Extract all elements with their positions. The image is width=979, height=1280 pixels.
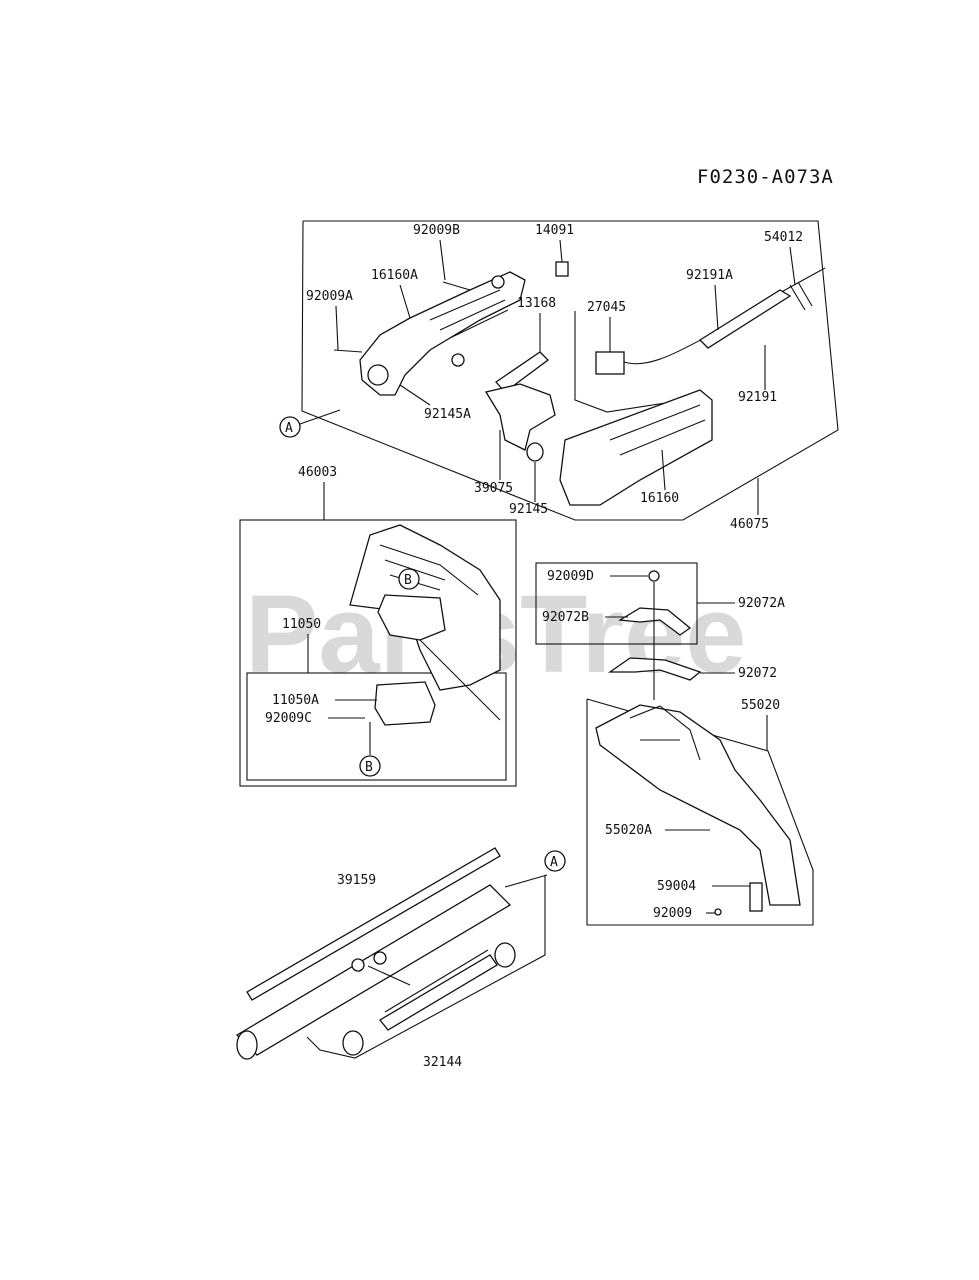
shield-55020A <box>595 704 801 906</box>
diagram-code: F0230-A073A <box>697 166 834 188</box>
clip-14091 <box>555 261 569 277</box>
bracket-92072B <box>617 607 692 636</box>
label-92009D: 92009D <box>547 569 594 584</box>
label-92145: 92145 <box>509 502 548 517</box>
label-92072B: 92072B <box>542 610 589 625</box>
label-13168: 13168 <box>517 296 556 311</box>
label-59004: 59004 <box>657 879 696 894</box>
label-92072A: 92072A <box>738 596 785 611</box>
label-11050: 11050 <box>282 617 321 632</box>
label-39075: 39075 <box>474 481 513 496</box>
bushing-upper <box>494 942 516 968</box>
callout-a-upper: A <box>279 409 341 438</box>
label-46075: 46075 <box>730 517 769 532</box>
callout-b-bottom: B <box>359 755 381 777</box>
svg-text:B: B <box>365 760 373 775</box>
shaft-group <box>235 847 546 1060</box>
label-55020: 55020 <box>741 698 780 713</box>
label-55020A: 55020A <box>605 823 652 838</box>
plate-59004 <box>749 882 763 912</box>
drive-shaft-39159 <box>246 847 501 1001</box>
callout-b-top: B <box>398 568 420 590</box>
label-92009B: 92009B <box>413 223 460 238</box>
label-32144: 32144 <box>423 1055 462 1070</box>
label-92191A: 92191A <box>686 268 733 283</box>
handle-half-right <box>559 389 713 506</box>
label-46003: 46003 <box>298 465 337 480</box>
label-27045: 27045 <box>587 300 626 315</box>
callout-a-lower: A <box>504 850 566 888</box>
label-92009A: 92009A <box>306 289 353 304</box>
switch-27045 <box>595 351 625 375</box>
bushing-lower <box>342 1030 364 1056</box>
shield-group <box>586 698 814 926</box>
handle-half-left <box>359 271 526 396</box>
label-11050A: 11050A <box>272 693 319 708</box>
clamp-11050A <box>374 681 436 726</box>
label-92009: 92009 <box>653 906 692 921</box>
screw-92009D <box>648 570 660 582</box>
svg-text:A: A <box>550 855 558 870</box>
label-16160: 16160 <box>640 491 679 506</box>
trigger-92145A <box>484 383 556 451</box>
bracket-92072 <box>607 657 702 681</box>
screw-92009B <box>442 281 471 291</box>
cable-92191A <box>698 289 792 349</box>
label-92145A: 92145A <box>424 407 471 422</box>
label-92191: 92191 <box>738 390 777 405</box>
label-39159: 39159 <box>337 873 376 888</box>
spring <box>451 353 465 367</box>
liner <box>379 954 498 1031</box>
screw-92009A <box>333 349 363 353</box>
guard-assembly-group: 46003 <box>239 465 517 787</box>
screw-92009 <box>714 908 722 916</box>
label-54012: 54012 <box>764 230 803 245</box>
label-16160A: 16160A <box>371 268 418 283</box>
ring-92145 <box>526 442 544 462</box>
svg-text:A: A <box>285 421 293 436</box>
handle-assembly-group <box>301 220 839 521</box>
label-92072: 92072 <box>738 666 777 681</box>
label-14091: 14091 <box>535 223 574 238</box>
svg-text:B: B <box>404 573 412 588</box>
label-92009C: 92009C <box>265 711 312 726</box>
